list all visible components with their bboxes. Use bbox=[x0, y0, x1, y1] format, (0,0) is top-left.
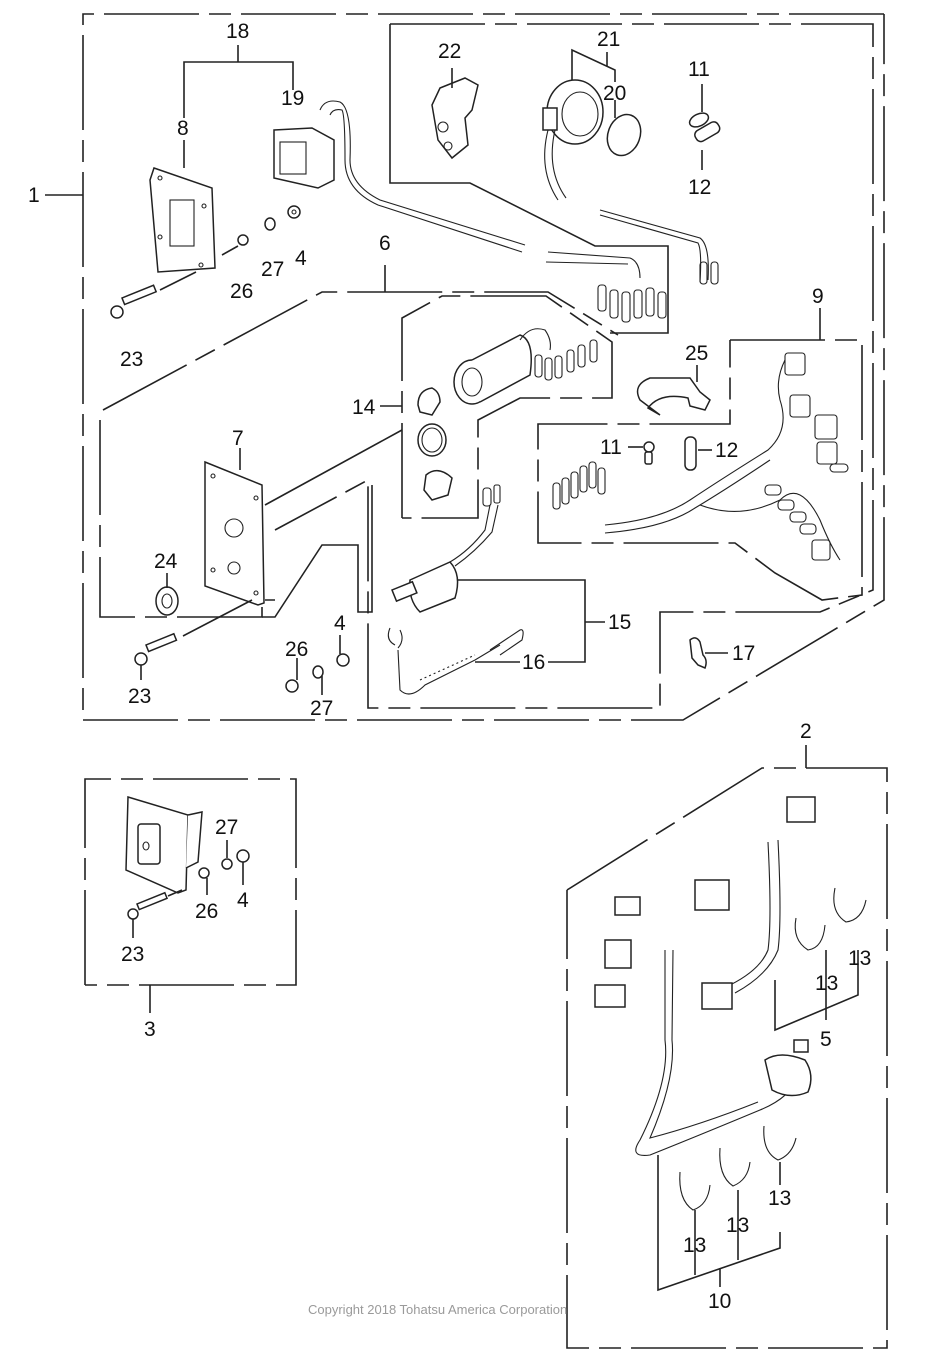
callout-26-small: 26 bbox=[195, 900, 218, 923]
callout-21: 21 bbox=[597, 28, 620, 51]
part-21-buzzer bbox=[542, 79, 604, 201]
callout-2: 2 bbox=[800, 720, 812, 743]
part-25-clamp bbox=[636, 365, 711, 416]
callout-11-harness: 11 bbox=[600, 436, 622, 459]
assembly-3-boundary bbox=[84, 778, 297, 1013]
callout-8: 8 bbox=[177, 117, 189, 140]
callout-24: 24 bbox=[154, 550, 178, 573]
callout-18: 18 bbox=[226, 20, 249, 43]
callout-22: 22 bbox=[438, 40, 461, 63]
callout-labels: 1 18 8 19 4 27 26 23 6 22 21 20 11 12 9 … bbox=[28, 20, 871, 1313]
hardware-top bbox=[221, 205, 301, 256]
part-9-main-harness bbox=[552, 352, 849, 561]
assembly-2-boundary bbox=[566, 745, 888, 1349]
callout-13-b: 13 bbox=[815, 972, 838, 995]
assembly-2-harness bbox=[594, 796, 816, 1156]
callout-4-small: 4 bbox=[237, 889, 249, 912]
clips-13-group-5 bbox=[774, 887, 867, 1032]
wire-bundle-top bbox=[545, 209, 719, 323]
part-20-grille bbox=[606, 100, 642, 157]
copyright-notice: Copyright 2018 Tohatsu America Corporati… bbox=[308, 1302, 568, 1317]
part-19-switch bbox=[273, 100, 526, 253]
group-6-boundary bbox=[99, 265, 619, 618]
callout-23-top: 23 bbox=[120, 348, 143, 371]
callout-9: 9 bbox=[812, 285, 824, 308]
part-17-clip bbox=[689, 637, 728, 669]
group-9-boundary bbox=[537, 308, 863, 601]
parts-11-12-harness bbox=[628, 436, 712, 471]
callout-3: 3 bbox=[144, 1018, 156, 1041]
callout-25: 25 bbox=[685, 342, 708, 365]
callout-23-mid: 23 bbox=[128, 685, 151, 708]
group-18-bracket bbox=[183, 45, 294, 168]
callout-14: 14 bbox=[352, 396, 376, 419]
part-15-stop-switch bbox=[391, 484, 501, 613]
part-8-switch-plate bbox=[149, 167, 216, 273]
part-16-lanyard bbox=[387, 627, 524, 695]
group-21-bracket bbox=[571, 48, 616, 92]
callout-13-e: 13 bbox=[683, 1234, 706, 1257]
part-7-mount-plate bbox=[204, 448, 265, 606]
clips-13-group-10 bbox=[657, 1125, 797, 1292]
parts-11-12-top bbox=[688, 84, 721, 170]
part-22-bracket bbox=[431, 68, 479, 160]
callout-23-small: 23 bbox=[121, 943, 144, 966]
assembly-3-switch bbox=[125, 796, 250, 938]
callout-27-small: 27 bbox=[215, 816, 238, 839]
callout-26-top: 26 bbox=[230, 280, 253, 303]
hardware-mid bbox=[285, 635, 350, 695]
callout-27-top: 27 bbox=[261, 258, 284, 281]
callout-10: 10 bbox=[708, 1290, 731, 1313]
group-15-bracket bbox=[452, 579, 605, 663]
callout-7: 7 bbox=[232, 427, 244, 450]
callout-17: 17 bbox=[732, 642, 755, 665]
callout-1: 1 bbox=[28, 184, 40, 207]
callout-13-d: 13 bbox=[726, 1214, 749, 1237]
callout-5: 5 bbox=[820, 1028, 832, 1051]
callout-12-top: 12 bbox=[688, 176, 711, 199]
part-14-key-switch bbox=[417, 328, 598, 501]
callout-15: 15 bbox=[608, 611, 631, 634]
callout-4-mid: 4 bbox=[334, 612, 346, 635]
callout-6: 6 bbox=[379, 232, 391, 255]
callout-11-top: 11 bbox=[688, 58, 710, 81]
screw-23-mid bbox=[134, 599, 253, 680]
callout-20: 20 bbox=[603, 82, 626, 105]
callout-13-a: 13 bbox=[848, 947, 871, 970]
callout-19: 19 bbox=[281, 87, 304, 110]
callout-26-mid: 26 bbox=[285, 638, 308, 661]
assembly-1-boundary bbox=[45, 13, 885, 721]
part-24-nut bbox=[155, 573, 179, 616]
callout-27-mid: 27 bbox=[310, 697, 333, 720]
group-14-boundary bbox=[264, 295, 613, 519]
callout-13-c: 13 bbox=[768, 1187, 791, 1210]
harness-group-boundary bbox=[274, 23, 874, 709]
callout-16: 16 bbox=[522, 651, 545, 674]
callout-4-top: 4 bbox=[295, 247, 307, 270]
screw-23-top bbox=[110, 271, 197, 319]
callout-12-harness: 12 bbox=[715, 439, 738, 462]
